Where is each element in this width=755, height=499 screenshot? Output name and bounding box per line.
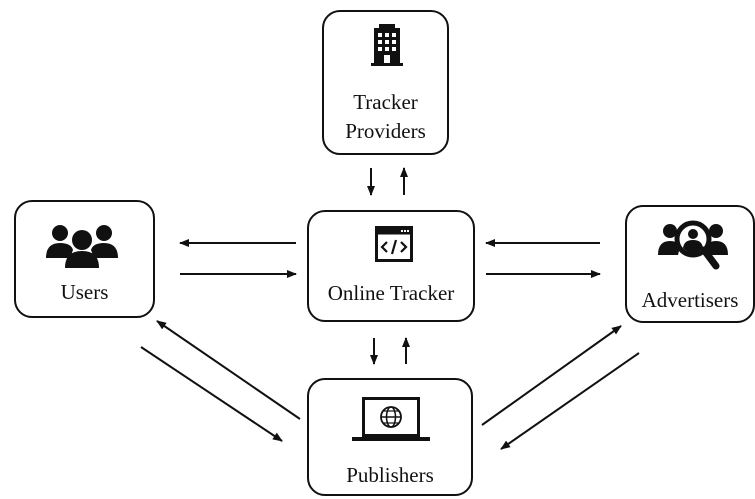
laptop-globe-icon: [352, 397, 430, 441]
users-label: Users: [60, 280, 109, 304]
users-group-icon: [46, 225, 118, 268]
advertisers-node[interactable]: Advertisers: [625, 205, 755, 323]
code-window-icon: [375, 226, 413, 262]
online-tracker-node[interactable]: Online Tracker: [307, 210, 475, 322]
online-tracker-label: Online Tracker: [327, 281, 455, 305]
publishers-label: Publishers: [346, 463, 434, 487]
tracker-providers-label-line2: Providers: [345, 119, 426, 143]
advertisers-label: Advertisers: [641, 288, 739, 312]
users-node[interactable]: Users: [14, 200, 155, 318]
publishers-node[interactable]: Publishers: [307, 378, 473, 496]
arrow-publishers-to-users: [156, 320, 301, 420]
user-search-icon: [658, 220, 728, 270]
tracker-providers-node[interactable]: Tracker Providers: [322, 10, 449, 155]
arrow-publishers-to-advertisers: [481, 325, 622, 426]
building-icon: [371, 24, 403, 66]
arrow-advertisers-to-publishers: [500, 352, 640, 450]
arrow-users-to-publishers: [140, 346, 283, 442]
tracker-providers-label-line1: Tracker: [353, 90, 418, 114]
